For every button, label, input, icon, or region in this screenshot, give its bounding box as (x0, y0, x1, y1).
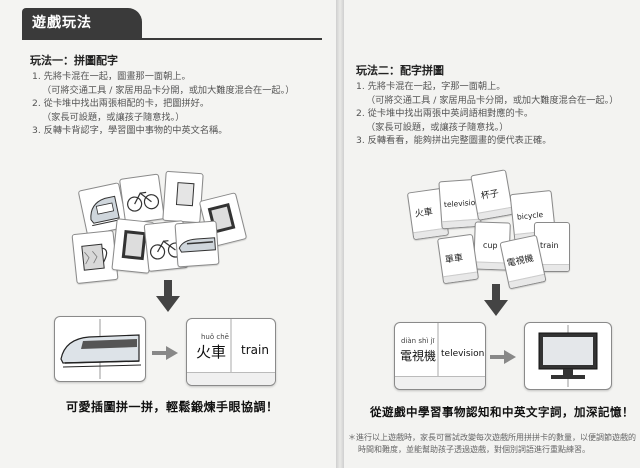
scatter-word-dianshiji: 電視機 (506, 253, 535, 270)
scatter-word-cup: cup (482, 240, 498, 251)
arrow-down-icon (156, 280, 180, 312)
pinyin-huoche: huǒ chē (201, 333, 229, 341)
note-line-1: ＊進行以上遊戲時，家長可嘗試改變每次遊戲所用拼拼卡的數量，以便調節遊戲的 (348, 433, 636, 442)
arrow-right-icon (152, 346, 178, 360)
section-title: 遊戲玩法 (22, 8, 142, 38)
method2-step-3: 3. 反轉看看，能夠拼出完整圖畫的便代表正確。 (356, 135, 552, 146)
pinyin-dianshiji: diàn shì jī (401, 337, 435, 345)
joined-picture-television (524, 322, 612, 390)
picture-card-cup-top[interactable] (162, 170, 204, 224)
method1-caption: 可愛插圖拼一拼，輕鬆鍛煉手眼協調！ (66, 400, 279, 414)
method1-step-1: 1. 先將卡混在一起，圖畫那一面朝上。 (32, 71, 191, 82)
page-gutter (336, 0, 344, 468)
arrow-right-icon (490, 350, 516, 364)
joined-picture-train (54, 316, 146, 382)
method1-steps: 1. 先將卡混在一起，圖畫那一面朝上。 （可將交通工具 / 家居用品卡分開，或加… (32, 70, 294, 138)
parent-note: ＊進行以上遊戲時，家長可嘗試改變每次遊戲所用拼拼卡的數量，以便調節遊戲的 時間和… (348, 432, 636, 456)
picture-card-bicycle-top[interactable] (118, 173, 166, 225)
picture-card-train-front[interactable] (77, 182, 129, 236)
section-rule (22, 38, 322, 40)
note-line-2: 時間和難度，並能幫助孩子透過遊戲，對個別詞語進行重點練習。 (358, 445, 590, 454)
card-footer (508, 273, 546, 289)
method2-step-2: 2. 從卡堆中找出兩張中英詞語相對應的卡。 (356, 108, 534, 119)
scatter-word-train: train (540, 241, 559, 250)
method1-step-2-note: （家長可設題，或讓孩子隨意找。） (42, 111, 185, 123)
scatter-word-bicycle: bicycle (516, 209, 544, 222)
word-card-television: diàn shì jī 電視機 television (394, 322, 486, 390)
card-footer (443, 271, 478, 284)
card-footer (535, 264, 569, 271)
method2-caption: 從遊戲中學習事物認知和中英文字詞，加深記憶！ (370, 405, 634, 419)
scatter-word-danche: 單車 (444, 253, 464, 266)
word-card-train: huǒ chē 火車 train (186, 318, 276, 386)
method2-step-2-note: （家長可設題，或讓孩子隨意找。） (366, 121, 509, 133)
picture-card-tv-left[interactable] (111, 218, 155, 274)
card-footer (187, 372, 275, 385)
english-train: train (241, 343, 269, 357)
method1-step-3: 3. 反轉卡背認字，學習圖中事物的中英文名稱。 (32, 125, 228, 136)
right-page: 玩法二：配字拼圖 1. 先將卡混在一起，字那一面朝上。 （可將交通工具 / 家居… (344, 0, 640, 468)
word-card-scatter-7[interactable]: 單車 (436, 233, 480, 285)
picture-card-train-side[interactable] (174, 220, 220, 268)
method2-step-1: 1. 先將卡混在一起，字那一面朝上。 (356, 81, 506, 92)
hanzi-huoche: 火車 (196, 343, 227, 361)
card-footer (395, 376, 485, 389)
card-footer (477, 206, 513, 220)
picture-card-cup-bottom[interactable] (71, 229, 119, 285)
arrow-down-icon (484, 284, 508, 316)
method1-title: 玩法一：拼圖配字 (30, 54, 118, 67)
method2-step-1-note: （可將交通工具 / 家居用品卡分開，或加大難度混合在一起。） (366, 94, 619, 106)
english-television: television (441, 349, 485, 359)
scatter-word-huoche: 火車 (414, 207, 434, 220)
scatter-word-beizi: 杯子 (480, 188, 500, 202)
method2-steps: 1. 先將卡混在一起，字那一面朝上。 （可將交通工具 / 家居用品卡分開，或加大… (356, 80, 618, 148)
word-card-scatter-3[interactable]: 杯子 (470, 169, 514, 221)
method2-title: 玩法二：配字拼圖 (356, 64, 444, 77)
method1-step-2: 2. 從卡堆中找出兩張相配的卡，把圖拼好。 (32, 98, 210, 109)
left-page: 遊戲玩法 玩法一：拼圖配字 1. 先將卡混在一起，圖畫那一面朝上。 （可將交通工… (0, 0, 336, 468)
method1-step-1-note: （可將交通工具 / 家居用品卡分開，或加大難度混合在一起。） (42, 84, 295, 96)
hanzi-dianshiji: 電視機 (400, 349, 437, 363)
